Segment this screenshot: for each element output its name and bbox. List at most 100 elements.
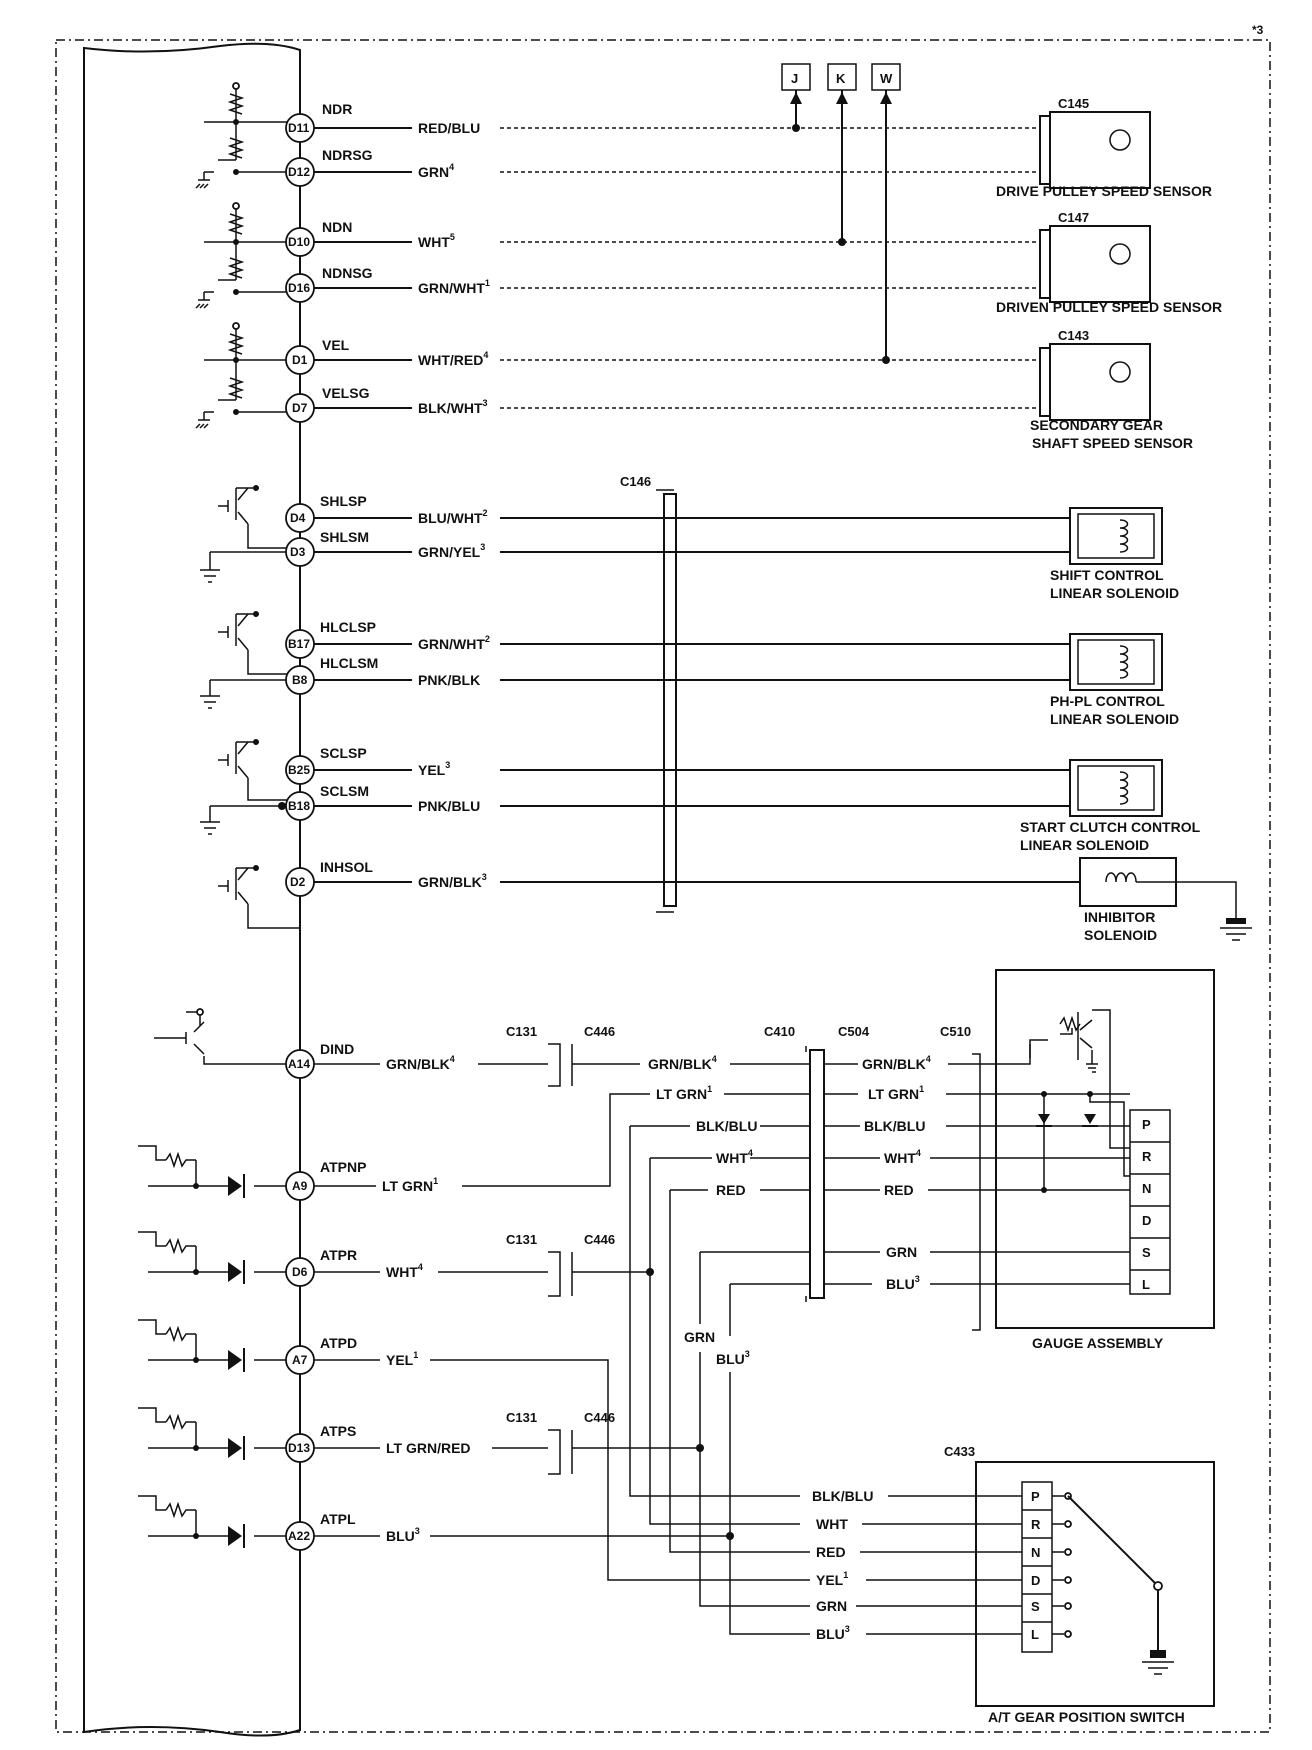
- wire-blu-wht: BLU/WHT2: [418, 508, 488, 526]
- conn-c446-b: C446: [584, 1232, 615, 1247]
- gauge-pos-p: P: [1142, 1117, 1151, 1132]
- signal-atpnp: ATPNP: [320, 1159, 366, 1175]
- connector-c146: [656, 489, 677, 913]
- gauge-pos-n: N: [1142, 1181, 1151, 1196]
- solenoid-shift-control: [1069, 507, 1163, 565]
- switch-wire-wht: WHT: [816, 1516, 848, 1532]
- signal-inhsol: INHSOL: [320, 859, 373, 875]
- wire-wht: WHT5: [418, 232, 455, 250]
- gauge-wire-grn-blk: GRN/BLK4: [862, 1054, 931, 1072]
- conn-c146: C146: [620, 474, 651, 489]
- switch-wire-yel: YEL1: [816, 1570, 848, 1588]
- pin-d6: D6: [292, 1265, 308, 1279]
- mid-wire-blk-blu: BLK/BLU: [696, 1118, 757, 1134]
- signal-hlclsm: HLCLSM: [320, 655, 378, 671]
- label-secondary-gear: SECONDARY GEAR: [1030, 417, 1163, 433]
- pin-b25: B25: [288, 763, 310, 777]
- pin-a9: A9: [292, 1179, 308, 1193]
- wire-pnk-blu: PNK/BLU: [418, 798, 480, 814]
- label-shift-linear-solenoid: LINEAR SOLENOID: [1050, 585, 1179, 601]
- label-drive-pulley-sensor: DRIVE PULLEY SPEED SENSOR: [996, 183, 1212, 199]
- label-gauge-assembly: GAUGE ASSEMBLY: [1032, 1335, 1164, 1351]
- top-connectors: J K W: [781, 63, 901, 364]
- conn-c510: C510: [940, 1024, 971, 1039]
- conn-c131-a: C131: [506, 1024, 537, 1039]
- conn-c143: C143: [1058, 328, 1089, 343]
- wire-wht-red: WHT/RED4: [418, 350, 488, 368]
- branch-label-blu: BLU3: [716, 1349, 750, 1367]
- mid-wire-wht: WHT4: [716, 1148, 753, 1166]
- switch-pos-s: S: [1031, 1599, 1040, 1614]
- label-inhibitor: INHIBITOR: [1084, 909, 1155, 925]
- gauge-wire-red: RED: [884, 1182, 914, 1198]
- connector-w: W: [880, 71, 893, 86]
- switch-pos-r: R: [1031, 1517, 1041, 1532]
- branch-label-grn: GRN: [684, 1329, 715, 1345]
- wire-atpd-yel: YEL1: [386, 1350, 418, 1368]
- wire-grn-wht: GRN/WHT1: [418, 278, 490, 296]
- gear-position-switch: [975, 1461, 1215, 1707]
- switch-pos-l: L: [1031, 1627, 1039, 1642]
- signal-sclsp: SCLSP: [320, 745, 367, 761]
- conn-c410: C410: [764, 1024, 795, 1039]
- pin-d10: D10: [288, 235, 310, 249]
- label-gear-position-switch: A/T GEAR POSITION SWITCH: [988, 1709, 1185, 1725]
- pin-d1: D1: [292, 353, 308, 367]
- label-ph-pl-control: PH-PL CONTROL: [1050, 693, 1165, 709]
- switch-pos-p: P: [1031, 1489, 1040, 1504]
- indicator-and-position-rows: A14 A9 D6 A7 D13 A22 DIND ATPNP ATPR ATP…: [138, 969, 1215, 1725]
- wire-grn: GRN4: [418, 162, 454, 180]
- wire-atpr-wht: WHT4: [386, 1262, 423, 1280]
- gauge-wire-blu: BLU3: [886, 1274, 920, 1292]
- signal-sclsm: SCLSM: [320, 783, 369, 799]
- label-driven-pulley-sensor: DRIVEN PULLEY SPEED SENSOR: [996, 299, 1222, 315]
- connector-c410: [809, 1049, 825, 1299]
- mid-wire-lt-grn: LT GRN1: [656, 1084, 712, 1102]
- signal-atpd: ATPD: [320, 1335, 357, 1351]
- solenoid-rows: D4 D3 B17 B8 B25 B18 D2 SHLSP SHLSM HLCL…: [200, 474, 1252, 943]
- pin-a22: A22: [288, 1529, 310, 1543]
- pin-d13: D13: [288, 1441, 310, 1455]
- switch-wire-grn: GRN: [816, 1598, 847, 1614]
- pin-d11: D11: [288, 121, 310, 135]
- pin-a7: A7: [292, 1353, 308, 1367]
- signal-dind: DIND: [320, 1041, 354, 1057]
- gauge-pos-d: D: [1142, 1213, 1151, 1228]
- wire-yel: YEL3: [418, 760, 450, 778]
- switch-wire-red: RED: [816, 1544, 846, 1560]
- conn-c145: C145: [1058, 96, 1089, 111]
- signal-atpr: ATPR: [320, 1247, 357, 1263]
- label-inhibitor-solenoid: SOLENOID: [1084, 927, 1157, 943]
- wire-blk-wht: BLK/WHT3: [418, 398, 488, 416]
- conn-c446-c: C446: [584, 1410, 615, 1425]
- gauge-assembly: [995, 969, 1215, 1329]
- connector-j: J: [791, 71, 798, 86]
- connector-k: K: [836, 71, 846, 86]
- signal-hlclsp: HLCLSP: [320, 619, 376, 635]
- pin-d7: D7: [292, 401, 308, 415]
- signal-velsg: VELSG: [322, 385, 370, 401]
- signal-shlsp: SHLSP: [320, 493, 367, 509]
- switch-wire-blu: BLU3: [816, 1624, 850, 1642]
- wire-runs: [314, 1044, 1130, 1635]
- wire-atpnp-lt-grn: LT GRN1: [382, 1176, 438, 1194]
- conn-c131-c: C131: [506, 1410, 537, 1425]
- pin-d12: D12: [288, 165, 310, 179]
- wire-atps-lt-grn-red: LT GRN/RED: [386, 1440, 471, 1456]
- pin-d16: D16: [288, 281, 310, 295]
- wire-dind-grn-blk: GRN/BLK4: [386, 1054, 455, 1072]
- solenoid-inhibitor: [1079, 857, 1252, 941]
- signal-ndr: NDR: [322, 101, 352, 117]
- conn-c504: C504: [838, 1024, 870, 1039]
- pin-b17: B17: [288, 637, 310, 651]
- gauge-pos-l: L: [1142, 1277, 1150, 1292]
- conn-c446-a: C446: [584, 1024, 615, 1039]
- signal-ndrsg: NDRSG: [322, 147, 373, 163]
- sensor-drive-pulley: [1039, 111, 1151, 189]
- conn-c131-b: C131: [506, 1232, 537, 1247]
- label-start-clutch-control: START CLUTCH CONTROL: [1020, 819, 1201, 835]
- signal-ndnsg: NDNSG: [322, 265, 373, 281]
- pin-b8: B8: [292, 673, 308, 687]
- diagram-frame: [55, 39, 1271, 1733]
- wire-grn-blk: GRN/BLK3: [418, 872, 487, 890]
